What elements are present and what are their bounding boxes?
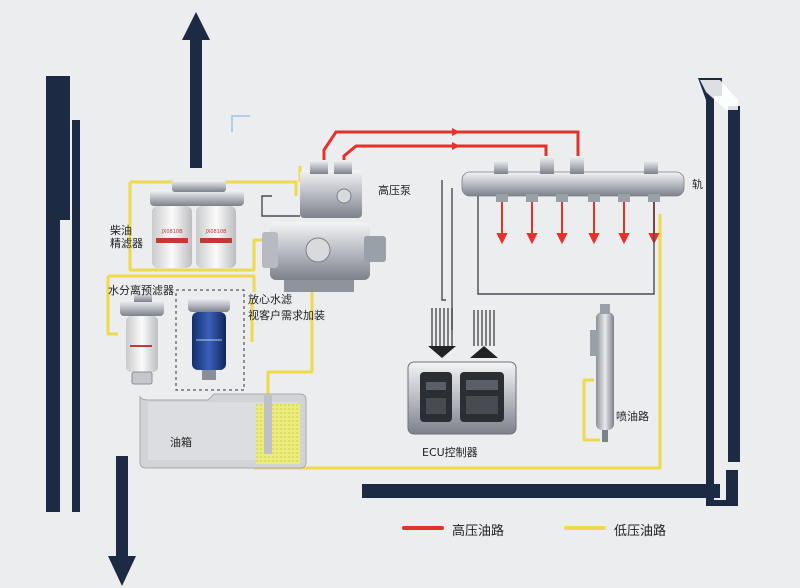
ecu-signal-arrows: [428, 308, 498, 358]
pump-label: 高压泵: [378, 184, 411, 197]
frame: [46, 12, 740, 586]
tank-fuel-level: [256, 404, 300, 464]
prefilter-label: 水分离预滤器: [108, 284, 174, 297]
high-line-outer: [322, 130, 580, 168]
frame-bottom-bar: [362, 484, 720, 498]
high-line-inner: [342, 144, 548, 168]
filter-print-1: JX0810B: [160, 229, 183, 235]
common-rail: [461, 156, 685, 202]
tank-label: 油箱: [170, 436, 192, 449]
high-pressure-arrows: [452, 128, 460, 150]
ecu-label: ECU控制器: [422, 446, 478, 459]
low-line-prefilter-feed: [108, 274, 256, 292]
rail-outlet-arrows: [496, 196, 660, 245]
injector: [590, 304, 614, 442]
frame-left-thin-bar: [72, 120, 80, 512]
filter-print-2: JX0810B: [204, 229, 227, 235]
diesel-filter-label-line2: 精滤器: [110, 237, 143, 250]
low-line-left-drop: [106, 276, 118, 336]
diesel-filter-label: 柴油 精滤器: [110, 224, 143, 250]
optional-water-filter: [188, 298, 230, 380]
high-pressure-pump: [262, 160, 386, 292]
ecu-controller: [407, 361, 517, 435]
low-line-injector-return: [582, 378, 600, 442]
low-line-bottom-return: [254, 328, 662, 470]
diesel-filter-label-line1: 柴油: [110, 224, 132, 237]
low-line-filter-loop: [128, 182, 268, 272]
high-pressure-lines: [322, 130, 580, 168]
frame-right-bar: [698, 78, 738, 506]
note-line2: 视客户需求加装: [248, 309, 325, 322]
water-separator-prefilter: [120, 292, 164, 385]
note-line1: 放心水滤: [248, 293, 292, 306]
frame-right-thin-bar: [728, 106, 740, 462]
legend-high-label: 高压油路: [452, 524, 505, 539]
low-line-tank-return: [266, 286, 314, 404]
legend-low-label: 低压油路: [614, 524, 667, 539]
arrow-down-icon: [108, 456, 136, 586]
rail-label: 轨: [692, 178, 703, 191]
frame-left-bar: [46, 76, 70, 512]
low-line-to-pump-top: [232, 180, 298, 196]
frame-notch: [700, 80, 738, 110]
diesel-fine-filter: JX0810B JX0810B: [150, 180, 244, 268]
small-corner-mark: [231, 115, 250, 132]
injector-label: 喷油路: [616, 410, 649, 423]
fuel-tank: [139, 393, 307, 469]
control-wires: [261, 180, 655, 330]
arrow-up-icon: [182, 12, 210, 168]
